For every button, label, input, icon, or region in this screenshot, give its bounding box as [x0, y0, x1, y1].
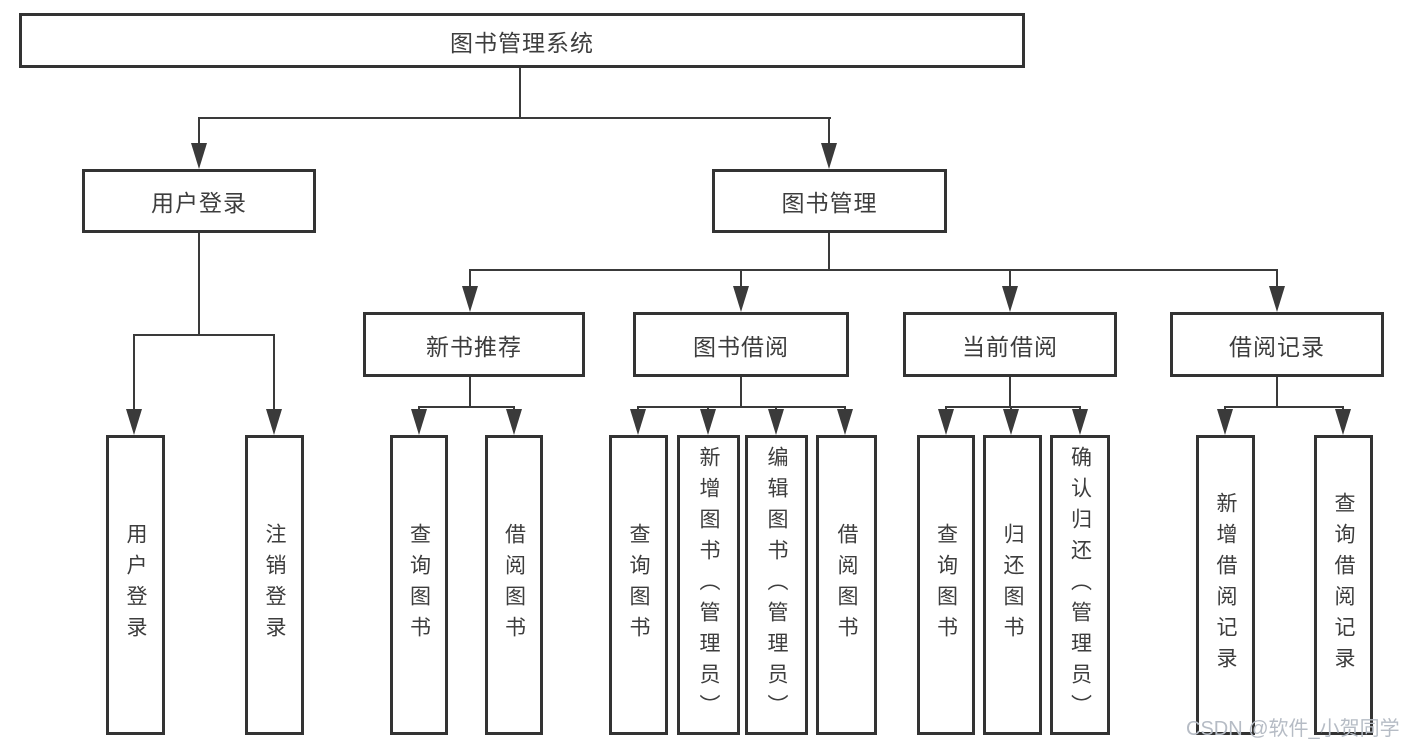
leaf-borrow-books-recommend: 借阅图书	[485, 435, 543, 735]
arrowhead-down-icon	[1002, 286, 1018, 312]
leaf-query-books-current: 查询图书	[917, 435, 975, 735]
leaf-query-books-borrowing: 查询图书	[609, 435, 668, 735]
leaf-query-borrow-record: 查询借阅记录	[1314, 435, 1373, 735]
leaf-edit-book-admin-label: 编辑图书（管理员）	[765, 445, 788, 725]
leaf-logout: 注销登录	[245, 435, 304, 735]
connector-line	[740, 269, 742, 289]
arrowhead-down-icon	[630, 409, 646, 435]
node-library-system: 图书管理系统	[19, 13, 1025, 68]
connector-line	[1224, 406, 1344, 408]
leaf-return-book-label: 归还图书	[1001, 523, 1024, 647]
connector-line	[1009, 269, 1011, 289]
node-new-book-recommend: 新书推荐	[363, 312, 585, 377]
connector-line	[828, 233, 830, 271]
arrowhead-down-icon	[506, 409, 522, 435]
connector-line	[637, 406, 846, 408]
node-book-borrowing-label: 图书借阅	[693, 333, 789, 360]
leaf-query-books-recommend: 查询图书	[390, 435, 448, 735]
node-current-borrowing: 当前借阅	[903, 312, 1117, 377]
leaf-return-book: 归还图书	[983, 435, 1042, 735]
leaf-borrow-books-borrowing-label: 借阅图书	[835, 523, 858, 647]
node-new-book-recommend-label: 新书推荐	[426, 333, 522, 360]
arrowhead-down-icon	[821, 143, 837, 169]
connector-line	[740, 377, 742, 408]
leaf-confirm-return-admin-label: 确认归还（管理员）	[1068, 445, 1092, 725]
connector-line	[469, 269, 471, 289]
node-user-login-label: 用户登录	[151, 190, 247, 216]
arrowhead-down-icon	[1269, 286, 1285, 312]
arrowhead-down-icon	[837, 409, 853, 435]
leaf-user-login-label: 用户登录	[124, 523, 147, 647]
leaf-logout-label: 注销登录	[263, 523, 286, 647]
arrowhead-down-icon	[191, 143, 207, 169]
connector-line	[133, 334, 275, 336]
arrowhead-down-icon	[462, 286, 478, 312]
arrowhead-down-icon	[1335, 409, 1351, 435]
connector-line	[198, 117, 200, 145]
leaf-confirm-return-admin: 确认归还（管理员）	[1050, 435, 1110, 735]
leaf-add-borrow-record: 新增借阅记录	[1196, 435, 1255, 735]
arrowhead-down-icon	[266, 409, 282, 435]
arrowhead-down-icon	[938, 409, 954, 435]
leaf-query-books-recommend-label: 查询图书	[407, 523, 431, 647]
connector-line	[133, 334, 135, 412]
node-borrowing-records-label: 借阅记录	[1229, 333, 1325, 360]
arrowhead-down-icon	[768, 409, 784, 435]
arrowhead-down-icon	[700, 409, 716, 435]
connector-line	[1009, 377, 1011, 408]
node-book-borrowing: 图书借阅	[633, 312, 849, 377]
leaf-add-book-admin: 新增图书（管理员）	[677, 435, 740, 735]
node-book-management: 图书管理	[712, 169, 947, 233]
leaf-query-books-borrowing-label: 查询图书	[627, 523, 650, 647]
csdn-watermark: CSDN @软件_小贺同学	[1186, 718, 1400, 740]
connector-line	[1276, 269, 1278, 289]
arrowhead-down-icon	[733, 286, 749, 312]
leaf-user-login: 用户登录	[106, 435, 165, 735]
node-book-management-label: 图书管理	[781, 190, 878, 216]
connector-line	[945, 406, 1081, 408]
leaf-query-books-current-label: 查询图书	[934, 523, 958, 647]
connector-line	[1276, 377, 1278, 408]
connector-line	[469, 269, 1277, 271]
connector-line	[418, 406, 515, 408]
node-library-system-label: 图书管理系统	[450, 29, 594, 56]
node-borrowing-records: 借阅记录	[1170, 312, 1384, 377]
connector-line	[519, 68, 521, 119]
connector-line	[198, 233, 200, 336]
connector-line	[828, 117, 830, 145]
node-current-borrowing-label: 当前借阅	[962, 333, 1058, 360]
arrowhead-down-icon	[1072, 409, 1088, 435]
leaf-edit-book-admin: 编辑图书（管理员）	[745, 435, 808, 735]
arrowhead-down-icon	[1217, 409, 1233, 435]
connector-line	[469, 377, 471, 408]
connector-line	[273, 334, 275, 412]
node-user-login: 用户登录	[82, 169, 316, 233]
leaf-borrow-books-borrowing: 借阅图书	[816, 435, 877, 735]
arrowhead-down-icon	[126, 409, 142, 435]
leaf-borrow-books-recommend-label: 借阅图书	[502, 523, 526, 647]
connector-line	[198, 117, 831, 119]
arrowhead-down-icon	[1003, 409, 1019, 435]
leaf-add-book-admin-label: 新增图书（管理员）	[697, 445, 720, 725]
leaf-add-borrow-record-label: 新增借阅记录	[1214, 492, 1237, 678]
arrowhead-down-icon	[411, 409, 427, 435]
leaf-query-borrow-record-label: 查询借阅记录	[1332, 492, 1355, 678]
